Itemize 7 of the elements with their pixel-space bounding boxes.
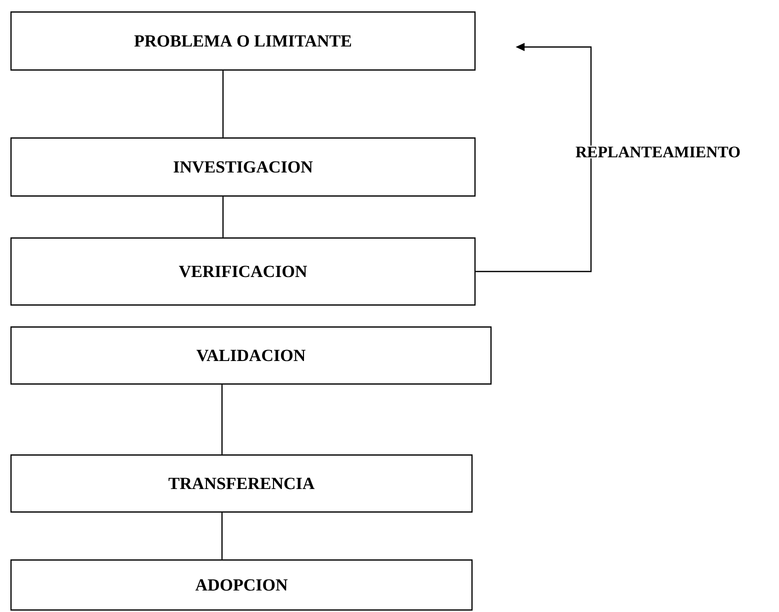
process-box: PROBLEMA O LIMITANTE [10,11,476,71]
process-box: VERIFICACION [10,237,476,306]
process-box: INVESTIGACION [10,137,476,197]
edge-label: REPLANTEAMIENTO [574,146,742,158]
process-box: ADOPCION [10,559,473,611]
process-box: VALIDACION [10,326,492,385]
process-box: TRANSFERENCIA [10,454,473,513]
